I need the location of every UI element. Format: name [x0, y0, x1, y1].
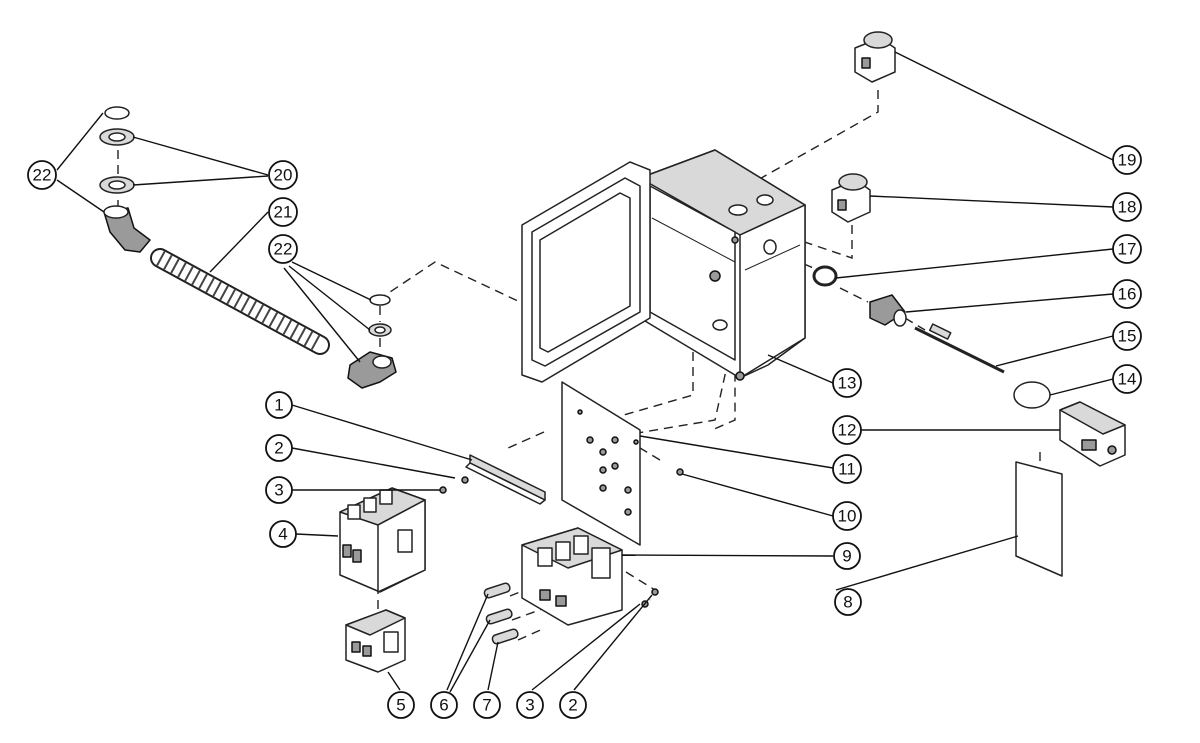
callout-18: 18: [1112, 192, 1142, 222]
callout-11: 11: [832, 454, 862, 484]
callout-label: 13: [838, 374, 857, 393]
callout-label: 17: [1118, 240, 1137, 259]
cable-gland: [869, 294, 907, 327]
back-panel: [561, 381, 641, 546]
callout-label: 16: [1118, 285, 1137, 304]
o-ring: [812, 265, 838, 287]
callout-label: 2: [274, 439, 283, 458]
callout-15: 15: [1112, 321, 1142, 351]
callout-label: 3: [274, 481, 283, 500]
callout-3b: 3: [516, 691, 544, 719]
callout-17: 17: [1112, 234, 1142, 264]
enclosure-door: [521, 161, 651, 383]
callout-16: 16: [1112, 279, 1142, 309]
callout-label: 10: [838, 507, 857, 526]
callout-9: 9: [833, 542, 861, 570]
callout-label: 18: [1118, 198, 1137, 217]
callout-label: 7: [482, 696, 491, 715]
callout-label: 19: [1118, 151, 1137, 170]
callout-label: 4: [278, 525, 287, 544]
callout-4: 4: [269, 520, 297, 548]
callout-label: 12: [838, 421, 857, 440]
callout-22a: 22: [27, 160, 57, 190]
din-rail: [461, 454, 546, 505]
callout-label: 15: [1118, 327, 1137, 346]
conduit-fittings: [99, 106, 397, 389]
callout-label: 1: [274, 396, 283, 415]
callout-22b: 22: [268, 234, 298, 264]
callout-label: 20: [274, 166, 293, 185]
callout-6: 6: [430, 691, 458, 719]
callout-label: 21: [274, 203, 293, 222]
callout-14: 14: [1112, 364, 1142, 394]
callout-label: 5: [396, 696, 405, 715]
callout-label: 3: [525, 696, 534, 715]
callout-12: 12: [832, 415, 862, 445]
nameplate: [1015, 461, 1063, 577]
callout-label: 11: [838, 460, 856, 479]
pushbutton-19: [854, 31, 896, 83]
callout-label: 9: [842, 547, 851, 566]
callout-20: 20: [268, 160, 298, 190]
enclosure: [639, 149, 806, 381]
conduit: [150, 248, 330, 355]
terminal-block: [521, 527, 623, 626]
probe: [914, 323, 1005, 374]
callout-5: 5: [387, 691, 415, 719]
callout-label: 14: [1118, 370, 1137, 389]
contactor: [339, 487, 426, 593]
callout-2b: 2: [559, 691, 587, 719]
callout-13: 13: [832, 368, 862, 398]
ring: [1013, 381, 1051, 409]
callout-8: 8: [834, 588, 862, 616]
callout-21: 21: [268, 197, 298, 227]
callout-label: 8: [843, 593, 852, 612]
callout-2: 2: [265, 434, 293, 462]
callout-label: 2: [568, 696, 577, 715]
callout-10: 10: [832, 501, 862, 531]
callout-label: 6: [439, 696, 448, 715]
callout-3: 3: [265, 476, 293, 504]
callout-19: 19: [1112, 145, 1142, 175]
callout-label: 22: [33, 166, 52, 185]
thermostat: [1059, 401, 1126, 467]
overload-relay: [345, 609, 406, 673]
callout-label: 22: [274, 240, 293, 259]
pushbutton-18: [831, 173, 871, 223]
leader-lines: [56, 51, 1114, 693]
fuses: [483, 582, 519, 645]
callout-7: 7: [473, 691, 501, 719]
callout-1: 1: [265, 391, 293, 419]
